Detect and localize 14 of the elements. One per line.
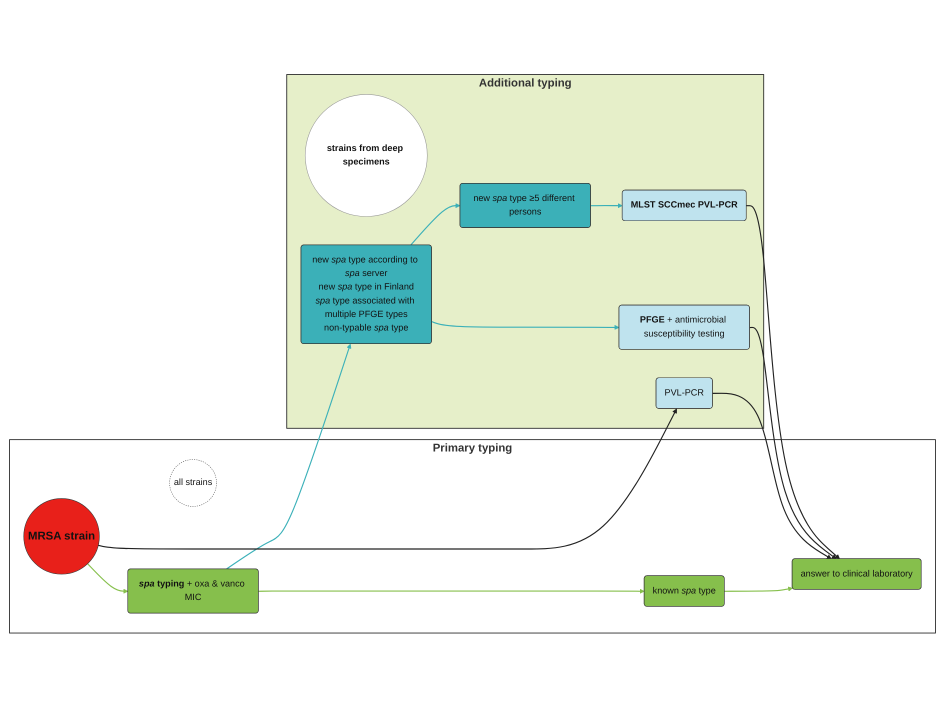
arrow	[226, 344, 352, 570]
node-circle: MRSA strain	[23, 498, 100, 575]
arrow	[590, 203, 623, 208]
arrow	[724, 586, 793, 592]
arrow	[712, 392, 832, 560]
arrow	[87, 564, 128, 594]
arrow	[258, 588, 645, 594]
arrow	[410, 203, 460, 246]
node-circle: all strains	[169, 459, 217, 507]
arrow	[432, 321, 620, 330]
arrow	[750, 327, 837, 560]
arrow	[98, 408, 677, 550]
arrow	[746, 205, 840, 560]
node-circle: strains from deep specimens	[304, 94, 428, 217]
